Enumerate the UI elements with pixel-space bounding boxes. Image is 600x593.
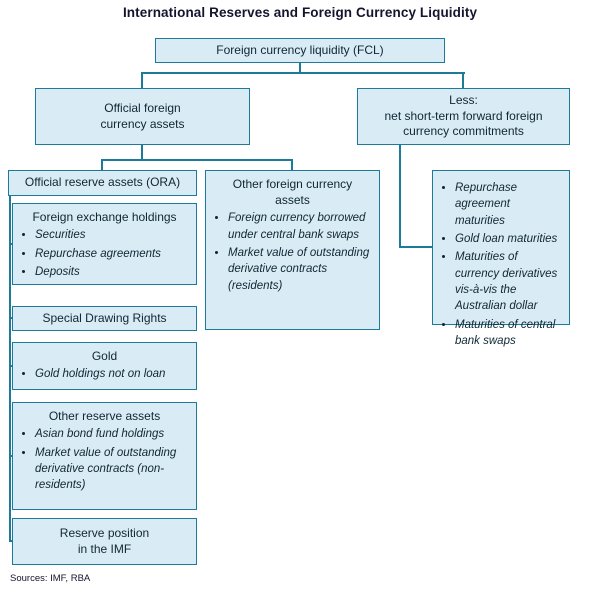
bullet-list: Repurchase agreement maturitiesGold loan…	[439, 180, 563, 349]
connector-ora-drop	[101, 159, 103, 170]
connector-stub-sdr	[9, 317, 14, 319]
node-gold: Gold Gold holdings not on loan	[12, 342, 197, 390]
node-label: Special Drawing Rights	[42, 310, 167, 325]
connector-stub-fx	[9, 243, 14, 245]
bullet-item: Gold holdings not on loan	[35, 366, 190, 382]
connector-less-drop	[462, 72, 464, 88]
bullet-item: Maturities of currency derivatives vis-à…	[455, 249, 563, 314]
bullet-item: Market value of outstanding derivative c…	[228, 245, 373, 294]
node-less-forward-commitments: Less: net short-term forward foreign cur…	[357, 88, 570, 145]
node-label: Reserve position in the IMF	[59, 525, 150, 556]
node-header: Other reserve assets	[48, 409, 161, 423]
node-forward-commitment-items: Repurchase agreement maturitiesGold loan…	[432, 170, 570, 347]
connector-mid-horizontal	[101, 159, 293, 161]
bullet-list: Asian bond fund holdingsMarket value of …	[19, 426, 190, 493]
node-label: Foreign currency liquidity (FCL)	[216, 42, 384, 57]
connector-less-down	[399, 145, 401, 248]
connector-top-horizontal	[141, 72, 465, 74]
node-foreign-currency-liquidity: Foreign currency liquidity (FCL)	[155, 38, 445, 63]
bullet-item: Repurchase agreement maturities	[455, 180, 563, 229]
connector-official-down	[141, 145, 143, 161]
bullet-item: Foreign currency borrowed under central …	[228, 210, 373, 243]
node-label: Official reserve assets (ORA)	[24, 175, 181, 190]
bullet-item: Asian bond fund holdings	[35, 426, 190, 442]
node-other-reserve-assets: Other reserve assets Asian bond fund hol…	[12, 402, 197, 510]
connector-stub-gold	[9, 365, 14, 367]
bullet-item: Gold loan maturities	[455, 231, 563, 247]
connector-left-spine	[9, 196, 11, 542]
bullet-item: Repurchase agreements	[35, 246, 190, 262]
connector-fcl-down	[299, 63, 301, 74]
node-label: Official foreign currency assets	[100, 100, 185, 131]
node-official-foreign-currency-assets: Official foreign currency assets	[35, 88, 250, 145]
connector-otherfca-drop	[291, 159, 293, 170]
node-foreign-exchange-holdings: Foreign exchange holdings SecuritiesRepu…	[12, 203, 197, 285]
node-header: Gold	[91, 349, 118, 363]
bullet-item: Securities	[35, 227, 190, 243]
bullet-list: Foreign currency borrowed under central …	[212, 210, 373, 294]
node-label: Less: net short-term forward foreign cur…	[384, 93, 543, 139]
node-reserve-position-imf: Reserve position in the IMF	[12, 518, 197, 565]
diagram-title: International Reserves and Foreign Curre…	[122, 5, 478, 20]
sources-note: Sources: IMF, RBA	[10, 573, 91, 584]
bullet-list: SecuritiesRepurchase agreementsDeposits	[19, 227, 190, 280]
node-special-drawing-rights: Special Drawing Rights	[12, 306, 197, 331]
bullet-item: Maturities of central bank swaps	[455, 317, 563, 350]
connector-stub-other	[9, 455, 14, 457]
node-official-reserve-assets: Official reserve assets (ORA)	[8, 170, 197, 196]
node-other-foreign-currency-assets: Other foreign currency assets Foreign cu…	[205, 170, 380, 330]
bullet-item: Deposits	[35, 264, 190, 280]
bullet-list: Gold holdings not on loan	[19, 366, 190, 382]
connector-stub-imf	[9, 540, 14, 542]
bullet-item: Market value of outstanding derivative c…	[35, 445, 190, 494]
connector-less-elbow	[399, 246, 433, 248]
node-header: Other foreign currency assets	[232, 177, 353, 208]
connector-official-drop	[141, 72, 143, 88]
node-header: Foreign exchange holdings	[32, 210, 177, 224]
